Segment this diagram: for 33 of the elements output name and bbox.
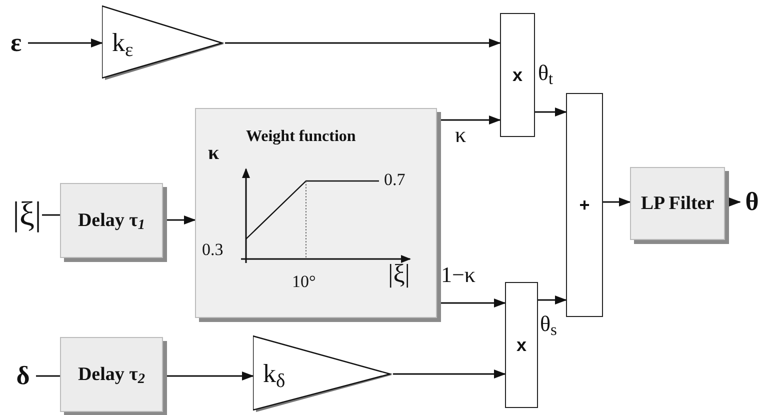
block-label: Delay τ$_{2}$ [76,364,146,386]
signal-label: ε [4,28,28,58]
gain-triangle [253,335,393,413]
arrow [535,108,567,116]
tick-label: 10° [292,273,316,290]
operator-block [500,13,535,137]
axis-label: |ξ| [388,261,410,287]
signal-label: |ξ| [12,190,42,240]
signal-label: θ [740,186,764,218]
signal-label: δ [10,360,36,392]
arrow [538,296,567,304]
gain-label: k$_{ε}$ [112,30,134,56]
arrow [393,370,506,378]
gain-label: k$_{δ}$ [263,361,286,387]
operator-block [566,93,603,317]
arrow [225,38,501,48]
edge-label: 1−κ [441,262,476,287]
tick-label: 0.7 [384,171,406,188]
arrow [603,198,631,206]
block-label: Delay τ$_{1}$ [76,210,146,232]
edge-label: θ$_{t}$ [538,60,554,85]
arrow [28,38,103,48]
edge-label: θ$_{s}$ [540,311,557,336]
edge-label: κ [455,122,466,147]
operator-symbol: x [512,64,522,86]
operator-block [505,282,538,408]
panel-title: Weight function [246,129,356,145]
gain-triangle [102,5,225,81]
block-label: LP Filter [640,192,716,214]
operator-symbol: x [516,334,526,356]
tick-label: 0.3 [202,241,224,258]
operator-symbol: + [579,194,590,216]
axis-label: κ [208,143,220,163]
